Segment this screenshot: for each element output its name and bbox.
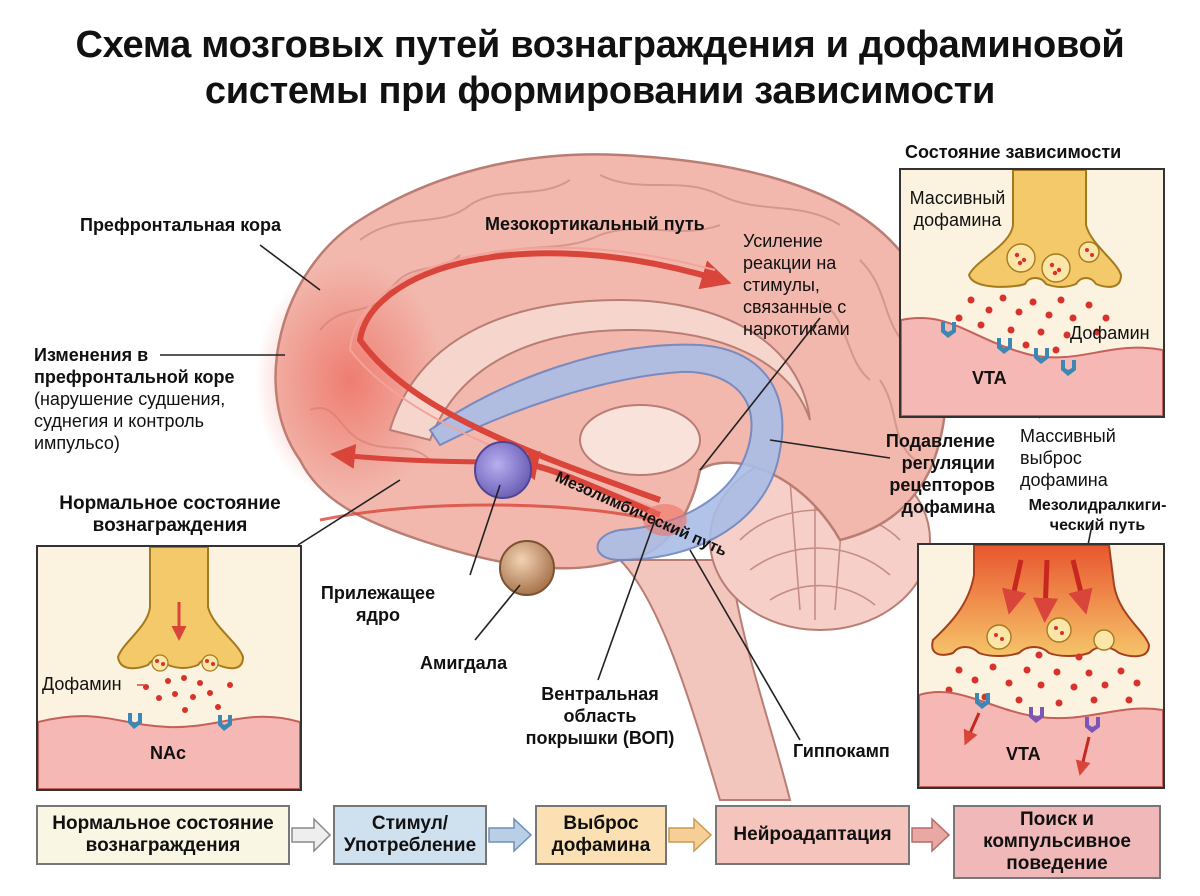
nucleus-accumbens-line-2: ядро xyxy=(356,605,400,625)
pfc-changes-line-4: суднегия и контроль xyxy=(34,411,205,431)
normal-heading-line-2: вознаграждения xyxy=(92,515,248,536)
receptor-icon xyxy=(941,322,956,338)
corpus-callosum xyxy=(388,298,811,442)
normal-dopamine-label: Дофамин xyxy=(42,674,122,694)
flow-step-normal: Нормальное состояние вознаграждения xyxy=(36,805,290,865)
dopamine-dots xyxy=(945,626,1141,707)
receptor-icon-3 xyxy=(1034,348,1049,364)
label-vta: Вентральная область покрышки (ВОП) xyxy=(505,683,695,749)
label-mesolimbic-right: Мезолидралкиги- ческий путь xyxy=(1025,496,1170,536)
flow-step-neuroadaptation: Нейроадаптация xyxy=(715,805,910,865)
flow-step-dopamine-release-label: Выброс дофамина xyxy=(551,813,651,856)
massive-release-line-1: Массивный xyxy=(1020,426,1116,446)
flow-step-normal-label: Нормальное состояние вознаграждения xyxy=(52,813,274,856)
hippocampus-shape xyxy=(428,343,784,562)
vta-line-3: покрышки (ВОП) xyxy=(525,728,675,748)
flow-step-stimulus-label: Стимул/ Употребление xyxy=(343,813,477,856)
pfc-changes-line-3: (нарушение судшения, xyxy=(34,389,226,409)
flow-step-neuroadaptation-label: Нейроадаптация xyxy=(733,824,892,845)
flow-arrow-4 xyxy=(911,817,951,853)
label-nucleus-accumbens: Прилежащее ядро xyxy=(318,582,438,626)
vta-line-2: область xyxy=(563,706,637,726)
nucleus-accumbens-line-1: Прилежащее xyxy=(320,583,436,603)
receptor-down-line-3: рецепторов xyxy=(889,475,995,495)
label-massive-release: Массивный выброс дофамина xyxy=(1020,425,1116,491)
label-pfc-changes: Изменения в префронтальной коре (нарушен… xyxy=(34,344,235,454)
flow-step-compulsive: Поиск и компульсивное поведение xyxy=(953,805,1161,879)
label-amygdala: Амигдала xyxy=(420,653,508,673)
prefrontal-glow xyxy=(255,260,445,500)
postsynaptic-membrane xyxy=(901,317,1163,416)
mesolimbic-right-line-2: ческий путь xyxy=(1049,517,1146,534)
receptor-icon xyxy=(128,713,142,729)
pfc-changes-line-2: префронтальной коре xyxy=(34,367,235,387)
receptor-icon xyxy=(975,693,990,709)
receptor-down-line-1: Подавление xyxy=(885,431,995,451)
cue-reactivity-line-1: Усиление xyxy=(743,231,823,251)
vta-synapse-svg xyxy=(919,545,1163,787)
flow-arrow-1 xyxy=(291,817,332,853)
vta-glow xyxy=(643,504,687,536)
dopamine-dots xyxy=(143,659,233,713)
pfc-changes-line-1: Изменения в xyxy=(34,345,149,365)
pfc-changes-line-5: импульсо) xyxy=(34,433,120,453)
addiction-dopamine-label: Дофамин xyxy=(1070,323,1150,343)
flow-step-compulsive-label: Поиск и компульсивное поведение xyxy=(983,809,1131,874)
title-line-2: системы при формировании зависимости xyxy=(204,70,996,112)
receptor-icon-2 xyxy=(997,338,1012,354)
title-line-1: Схема мозговых путей вознаграждения и до… xyxy=(75,24,1125,66)
dopamine-dots xyxy=(955,248,1110,354)
receptor-icon-purple-2 xyxy=(1085,717,1100,733)
flow-step-stimulus: Стимул/ Употребление xyxy=(333,805,487,865)
addiction-state-panel xyxy=(899,168,1165,418)
label-prefrontal-cortex: Префронтальная кора xyxy=(80,215,282,235)
normal-heading-line-1: Нормальное состояние xyxy=(59,493,281,514)
vta-line-1: Вентральная xyxy=(541,684,659,704)
label-mesocortical-path: Мезокортикальный путь xyxy=(485,214,705,234)
postsynaptic-membrane xyxy=(38,715,300,789)
flow-arrow-3 xyxy=(668,817,713,853)
receptor-down-line-2: регуляции xyxy=(901,453,995,473)
vta-release-panel xyxy=(917,543,1165,789)
label-receptor-downregulation: Подавление регуляции рецепторов дофамина xyxy=(870,430,995,518)
cue-reactivity-line-5: наркотиками xyxy=(743,319,850,339)
receptor-down-line-4: дофамина xyxy=(901,497,995,517)
release-arrows xyxy=(1002,559,1093,623)
amygdala-shape xyxy=(499,540,555,596)
flow-arrow-2 xyxy=(488,817,533,853)
label-hippocampus: Гиппокамп xyxy=(793,741,890,761)
massive-release-line-3: дофамина xyxy=(1020,470,1108,490)
normal-panel-heading: Нормальное состояние вознаграждения xyxy=(30,493,310,537)
receptor-icon-4 xyxy=(1061,360,1076,376)
addiction-release-line-1: Массивный xyxy=(909,188,1006,208)
leader-lines xyxy=(160,244,1094,741)
addiction-release-line-2: дофамина xyxy=(913,210,1002,230)
lower-right-region-label: VTA xyxy=(1006,744,1041,764)
thalamus xyxy=(579,404,701,476)
page-title: Схема мозговых путей вознаграждения и до… xyxy=(0,22,1200,114)
massive-release-line-2: выброс xyxy=(1020,448,1082,468)
addiction-release-label: Массивный дофамина xyxy=(905,187,1010,231)
addiction-panel-heading: Состояние зависимости xyxy=(905,142,1122,162)
addiction-region-label: VTA xyxy=(972,368,1007,388)
normal-synapse-svg xyxy=(38,547,300,789)
normal-state-panel xyxy=(36,545,302,791)
brainstem xyxy=(617,559,792,801)
flow-step-dopamine-release: Выброс дофамина xyxy=(535,805,667,865)
cue-reactivity-line-3: стимулы, xyxy=(743,275,820,295)
nucleus-accumbens-shape xyxy=(474,441,532,499)
normal-region-label: NAc xyxy=(150,743,187,763)
receptor-icon-2 xyxy=(218,715,232,731)
cue-reactivity-line-4: связанные с xyxy=(743,297,847,317)
addiction-synapse-svg xyxy=(901,170,1163,416)
cue-reactivity-line-2: реакции на xyxy=(743,253,837,273)
label-cue-reactivity: Усиление реакции на стимулы, связанные с… xyxy=(743,230,850,340)
receptor-icon-purple xyxy=(1029,707,1044,723)
mesolimbic-right-line-1: Мезолидралкиги- xyxy=(1028,497,1167,514)
